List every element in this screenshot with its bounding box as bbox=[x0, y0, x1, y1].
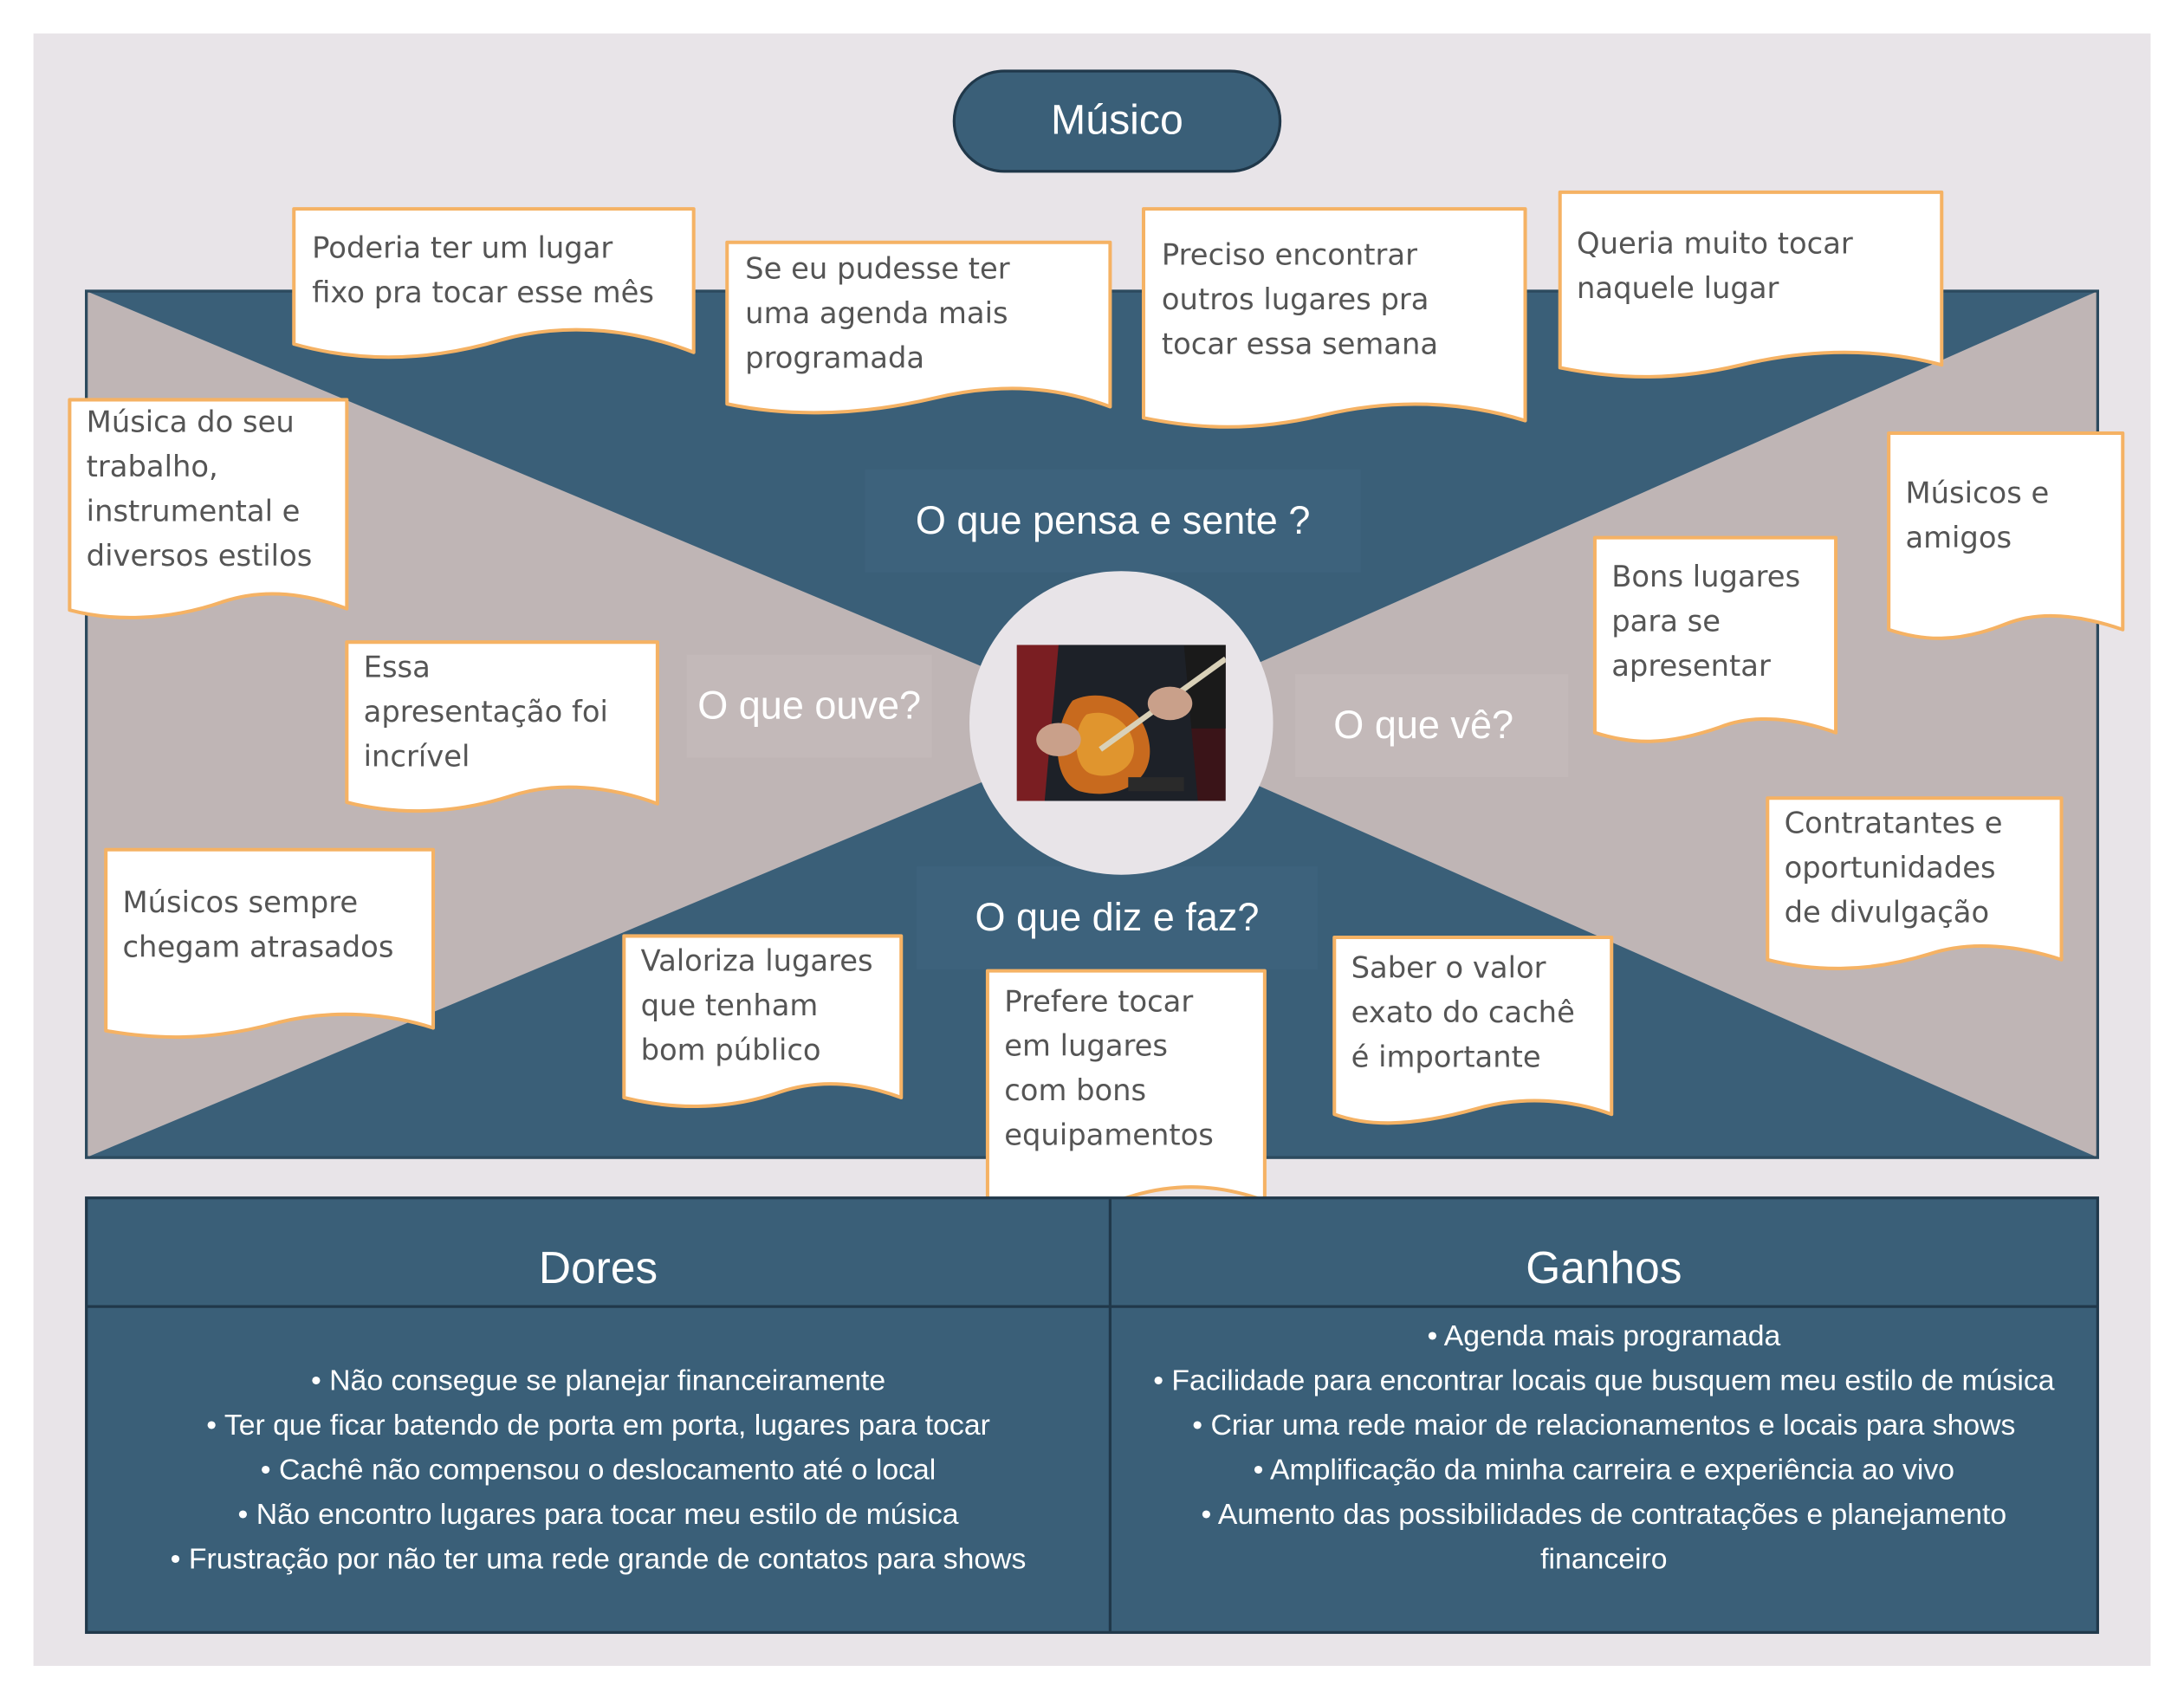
gain-item: Amplificação da minha carreira e experiê… bbox=[1141, 1448, 2067, 1493]
pains-column: Dores Não consegue se planejar financeir… bbox=[89, 1198, 1107, 1583]
gains-list: Agenda mais programada Facilidade para e… bbox=[1113, 1315, 2095, 1583]
note-think-4 bbox=[1558, 190, 1944, 379]
pain-item: Não consegue se planejar financeiramente bbox=[89, 1359, 1107, 1403]
guitarist-photo bbox=[1016, 645, 1226, 801]
hear-label-bg bbox=[686, 654, 932, 758]
note-think-1-text: Poderia ter um lugar fixo pra tocar esse… bbox=[312, 230, 654, 309]
note-think-2 bbox=[725, 240, 1112, 415]
note-see-3 bbox=[1766, 796, 2064, 970]
say-do-label: O que diz e faz? bbox=[975, 895, 1260, 939]
pain-item: Ter que ficar batendo de porta em porta,… bbox=[89, 1404, 1107, 1448]
note-hear-2 bbox=[345, 640, 659, 813]
gains-title: Ganhos bbox=[1526, 1242, 1682, 1293]
note-say-2-text: Prefere tocar em lugares com bons equipa… bbox=[1004, 984, 1214, 1152]
sticky-notes bbox=[68, 190, 2125, 1211]
note-see-3-text: Contratantes e oportunidades de divulgaç… bbox=[1784, 806, 2003, 930]
pains-title: Dores bbox=[538, 1242, 658, 1293]
note-see-2 bbox=[1592, 535, 1838, 743]
gain-item: Aumento das possibilidades de contrataçõ… bbox=[1141, 1494, 2067, 1583]
note-think-2-text: Se eu pudesse ter uma agenda mais progra… bbox=[745, 252, 1010, 375]
note-think-4-text: Queria muito tocar naquele lugar bbox=[1577, 227, 1853, 306]
see-label: O que vê? bbox=[1333, 703, 1514, 747]
pain-item: Cachê não compensou o deslocamento até o… bbox=[89, 1448, 1107, 1493]
note-hear-3-text: Músicos sempre chegam atrasados bbox=[122, 885, 394, 964]
pain-item: Frustração por não ter uma rede grande d… bbox=[89, 1538, 1107, 1582]
note-think-3-text: Preciso encontrar outros lugares pra toc… bbox=[1161, 237, 1439, 361]
think-feel-label: O que pensa e sente ? bbox=[915, 498, 1311, 542]
persona-title: Músico bbox=[952, 69, 1282, 173]
pain-item: Não encontro lugares para tocar meu esti… bbox=[89, 1494, 1107, 1538]
see-label-bg bbox=[1295, 674, 1569, 778]
note-see-2-text: Bons lugares para se apresentar bbox=[1611, 560, 1801, 683]
note-hear-1 bbox=[68, 398, 349, 619]
center-photo-circle bbox=[969, 571, 1273, 875]
gain-item: Facilidade para encontrar locais que bus… bbox=[1141, 1359, 2067, 1403]
gain-item: Agenda mais programada bbox=[1141, 1315, 2067, 1359]
note-see-1 bbox=[1887, 431, 2125, 640]
gains-column: Ganhos Agenda mais programada Facilidade… bbox=[1113, 1198, 2095, 1583]
gain-item: Criar uma rede maior de relacionamentos … bbox=[1141, 1404, 2067, 1448]
pains-list: Não consegue se planejar financeiramente… bbox=[89, 1359, 1107, 1582]
note-say-1-text: Valoriza lugares que tenham bom público bbox=[640, 944, 873, 1067]
note-hear-2-text: Essa apresentação foi incrível bbox=[363, 650, 608, 774]
note-say-3 bbox=[1332, 936, 1614, 1125]
note-hear-3 bbox=[104, 847, 436, 1040]
note-say-1 bbox=[622, 934, 904, 1109]
note-think-3 bbox=[1141, 207, 1527, 429]
think-label-bg bbox=[865, 469, 1361, 573]
say-label-bg bbox=[916, 866, 1318, 970]
note-hear-1-text: Música do seu trabalho, instrumental e d… bbox=[86, 405, 313, 573]
note-think-1 bbox=[292, 207, 696, 360]
hear-label: O que ouve? bbox=[697, 684, 922, 728]
note-see-1-text: Músicos e amigos bbox=[1905, 476, 2050, 554]
note-say-3-text: Saber o valor exato do cachê é important… bbox=[1351, 951, 1575, 1074]
